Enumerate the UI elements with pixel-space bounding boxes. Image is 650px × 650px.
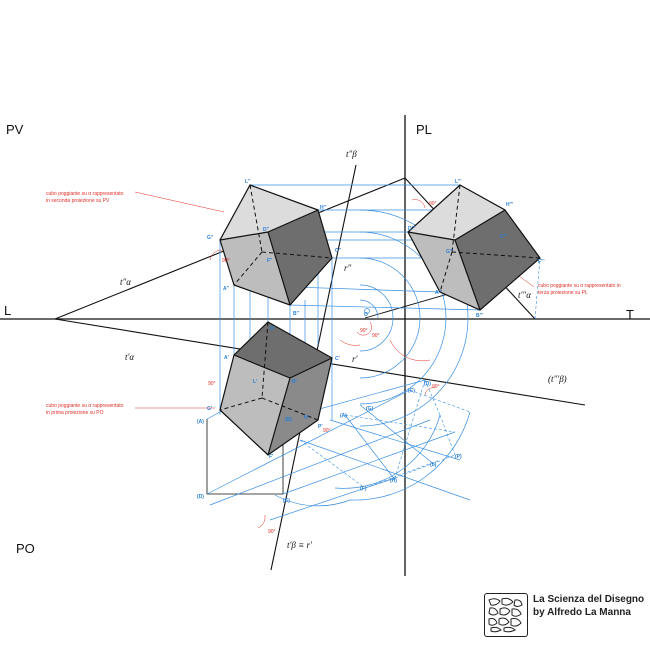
point-label: (D) [424, 381, 431, 387]
point-label: (L) [430, 462, 437, 468]
plane-labels: PV PL PO L T [4, 122, 634, 556]
pv-note-line-1: cubo poggiante su α rappresentato [46, 191, 124, 197]
plane-label-pl: PL [416, 122, 432, 137]
main-axes [0, 115, 650, 576]
point-label: A' [224, 355, 229, 361]
pl-note-line-1: cubo poggiante su α rappresentato in [538, 283, 621, 289]
point-label: G" [207, 235, 214, 241]
axis-label-l: L [4, 303, 11, 318]
point-label: D" [263, 227, 270, 233]
point-label: (H) [390, 478, 397, 484]
point-label: P' [318, 424, 323, 430]
po-note-line-1: cubo poggiante su α rappresentato [46, 403, 124, 409]
point-label: (A) [340, 413, 347, 419]
plane-label-pv: PV [6, 122, 24, 137]
brand-line-1: La Scienza del Disegno [533, 594, 645, 605]
point-label: L" [245, 179, 251, 185]
trace-label-t2beta: t"β [346, 149, 357, 159]
point-label: A"' [435, 290, 442, 296]
pl-note-line-2: terza proiezione su PL [538, 290, 588, 296]
trace-label-t1alpha: t'α [125, 352, 134, 362]
angle-label: 90° [323, 428, 331, 434]
origin-marker [364, 308, 370, 314]
point-label: G"' [446, 249, 453, 255]
point-label: F"' [538, 259, 545, 265]
point-label: O [364, 312, 368, 318]
angle-label: 90° [222, 258, 230, 264]
cube-pv [219, 184, 333, 306]
po-note-line-2: in prima proiezione su PO [46, 410, 104, 416]
trace-label-t3alpha: t'"α [518, 290, 531, 300]
author-signature: La Scienza del Disegno by Alfredo La Man… [484, 590, 644, 640]
point-label: D"' [408, 226, 415, 232]
logo-mosaic-icon [488, 597, 523, 633]
point-label: (F) [360, 486, 367, 492]
point-label: F' [269, 454, 273, 460]
author-logo [484, 593, 528, 637]
point-label: B" [293, 311, 300, 317]
pv-note-line-2: in seconda proiezione su PV [46, 198, 110, 204]
point-label: B"' [476, 313, 483, 319]
trace-label-t3beta: (t"'β) [548, 374, 567, 384]
angle-label: 90° [429, 201, 437, 207]
red-notes: cubo poggiante su α rappresentato in sec… [46, 191, 621, 416]
point-label: C' [335, 356, 340, 362]
angle-label: 90° [208, 381, 216, 387]
trace-labels: t"β t"α t'α t'"α (t"'β) t'β ≡ r' r" r' [120, 149, 567, 550]
point-label: (G) [366, 406, 374, 412]
point-label: (C) [283, 498, 290, 504]
angle-label: 90° [432, 384, 440, 390]
point-label: (P) [455, 454, 462, 460]
point-label: H' [304, 415, 309, 421]
point-label: A" [223, 286, 230, 292]
point-label: (D) [197, 494, 204, 500]
cube-pl [407, 184, 541, 311]
point-label: (B) [285, 417, 292, 423]
point-label: C" [335, 248, 342, 254]
point-label: (C) [408, 388, 415, 394]
point-label: (A) [197, 419, 204, 425]
point-label: H"' [506, 202, 513, 208]
point-label: F" [267, 258, 273, 264]
plane-label-po: PO [16, 541, 35, 556]
point-label: H" [320, 205, 327, 211]
trace-label-t1beta-r: t'β ≡ r' [287, 540, 313, 550]
trace-label-t2alpha: t"α [120, 277, 131, 287]
point-label: L"' [455, 179, 462, 185]
trace-label-r1: r' [352, 354, 359, 364]
point-label: C"' [500, 234, 507, 240]
point-label: D' [270, 326, 275, 332]
angle-label: 90° [372, 333, 380, 339]
brand-line-2: by Alfredo La Manna [533, 607, 631, 618]
axis-label-t: T [626, 307, 634, 322]
point-label: G' [207, 406, 212, 412]
point-label: B' [292, 379, 297, 385]
angle-label: 90° [360, 328, 368, 334]
angle-label: 90° [268, 529, 276, 535]
point-labels: L" H" D" G" C" A" F" B" L"' H"' D"' G"' … [197, 179, 545, 504]
cube-po [219, 321, 333, 456]
point-label: L' [253, 379, 257, 385]
trace-label-r2: r" [344, 263, 352, 273]
angle-labels: 90° 90° 90° 90° 90° 90° 90° 90° [208, 201, 440, 535]
